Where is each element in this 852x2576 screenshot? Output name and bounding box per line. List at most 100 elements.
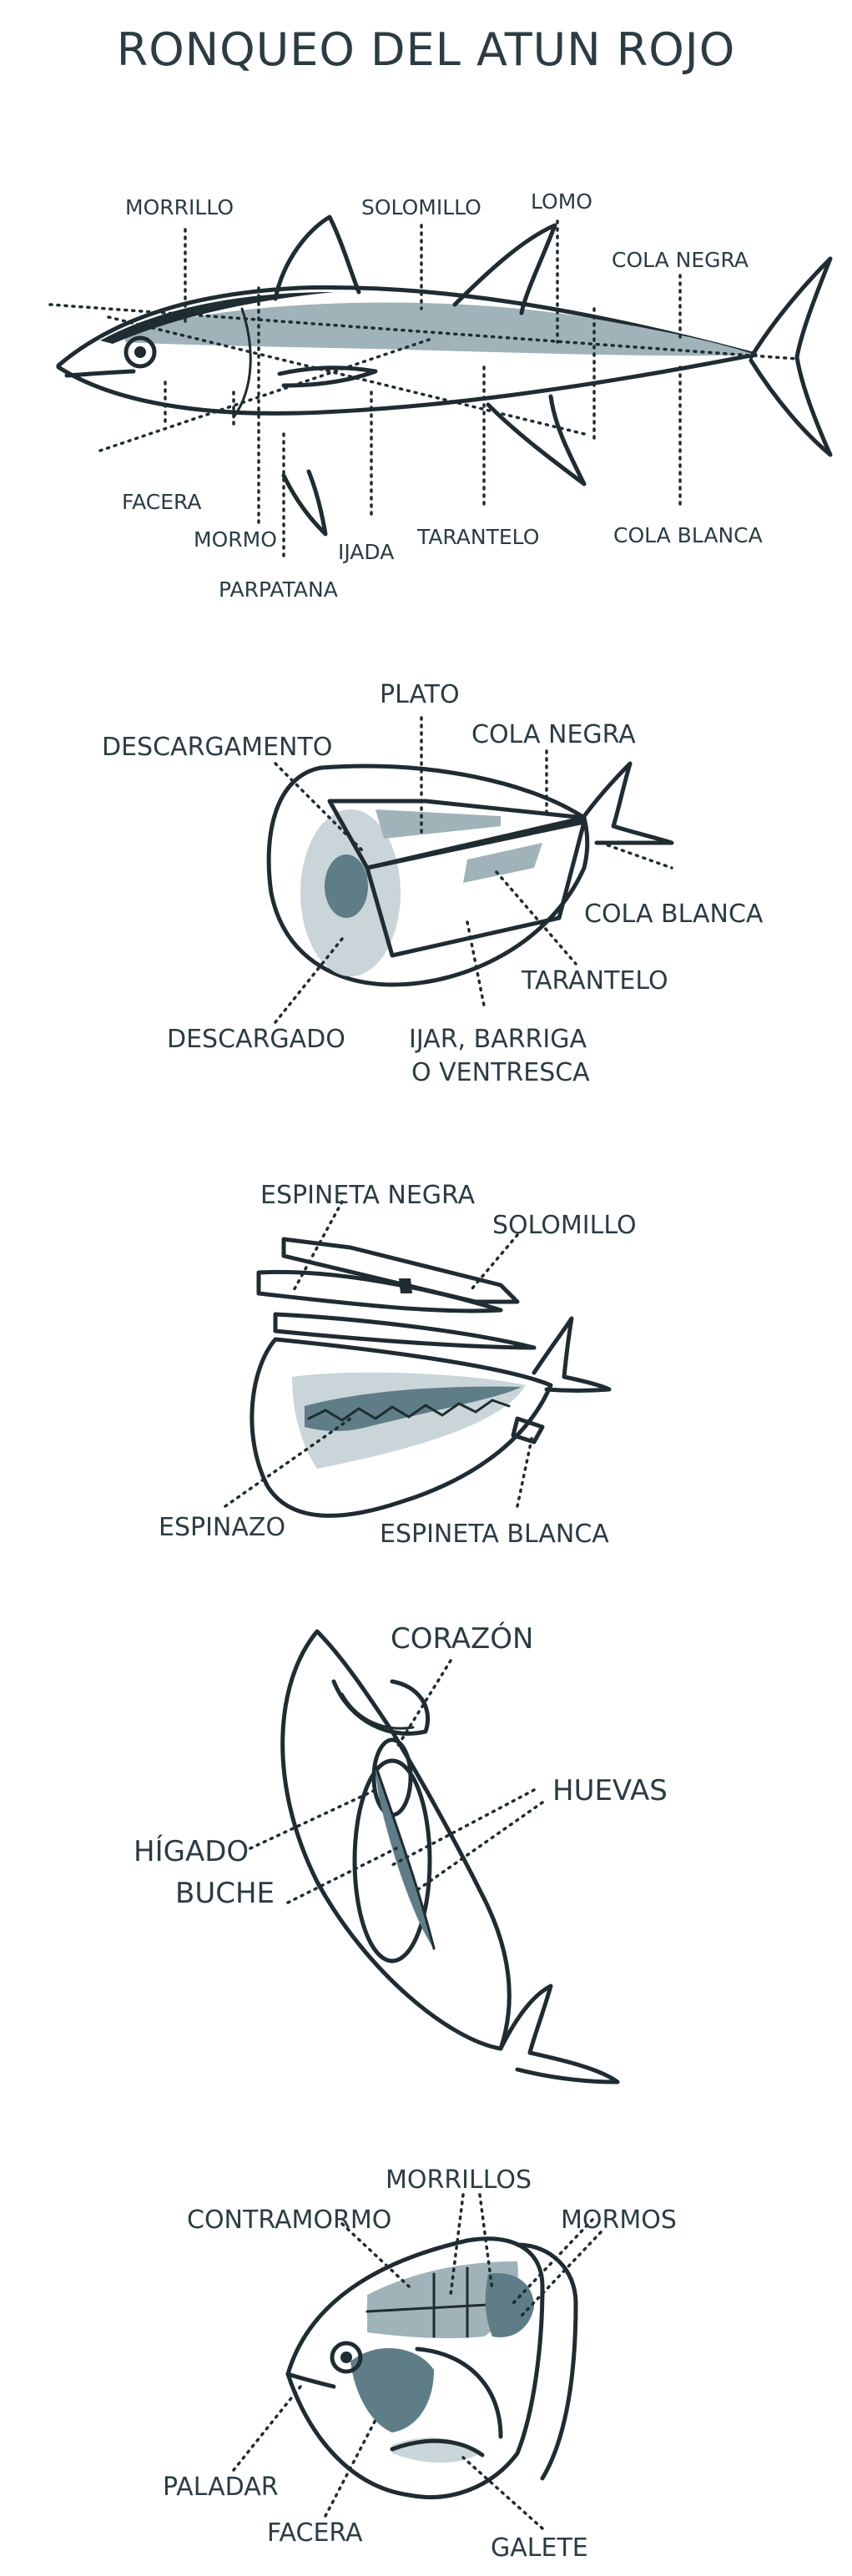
label-corazon: CORAZÓN bbox=[391, 1621, 534, 1656]
label-buche: BUCHE bbox=[175, 1877, 275, 1910]
gill-line bbox=[232, 307, 252, 419]
label-spine-solomillo: SOLOMILLO bbox=[492, 1211, 637, 1240]
label-morrillo: MORRILLO bbox=[125, 195, 234, 219]
spine-diagram: ESPINETA NEGRA SOLOMILLO ESPINAZO ESPINE… bbox=[159, 1181, 637, 1549]
label-cut-cola-blanca: COLA BLANCA bbox=[584, 900, 764, 929]
label-cut-cola-negra: COLA NEGRA bbox=[471, 720, 636, 749]
label-cut-tarantelo: TARANTELO bbox=[521, 966, 668, 996]
head-eye bbox=[330, 2341, 363, 2374]
gill-arch bbox=[415, 2347, 503, 2439]
espineta-blanca-fin bbox=[511, 1416, 545, 1444]
espinazo-bone bbox=[305, 1386, 522, 1431]
label-parpatana: PARPATANA bbox=[219, 577, 338, 602]
label-ijar-line2: O VENTRESCA bbox=[411, 1058, 590, 1087]
first-dorsal-fin bbox=[273, 214, 361, 301]
anal-fin bbox=[486, 394, 587, 486]
organs-tail-fin bbox=[498, 1984, 620, 2084]
espineta-negra-strip bbox=[281, 1237, 520, 1304]
fish-back-stripe bbox=[100, 292, 334, 344]
mormos-region bbox=[485, 2273, 534, 2337]
cut-line-diagonal bbox=[98, 336, 436, 452]
tail-fin bbox=[749, 256, 833, 457]
head-outline bbox=[285, 2236, 545, 2500]
label-mormos: MORMOS bbox=[561, 2205, 677, 2235]
label-head-facera: FACERA bbox=[267, 2518, 363, 2548]
fish-back-shade bbox=[125, 302, 755, 356]
label-cola-blanca: COLA BLANCA bbox=[613, 523, 763, 547]
label-huevas: HUEVAS bbox=[552, 1774, 668, 1807]
gill-flap bbox=[331, 1679, 431, 1736]
label-galete: GALETE bbox=[491, 2533, 588, 2563]
label-descargado: DESCARGADO bbox=[167, 1025, 345, 1054]
cut-tail-fin bbox=[577, 761, 674, 845]
label-morrillos: MORRILLOS bbox=[386, 2165, 532, 2195]
whole-fish-panel: MORRILLO SOLOMILLO LOMO COLA NEGRA FACER… bbox=[0, 167, 852, 602]
head-back-flap bbox=[515, 2242, 578, 2481]
cut-line-horizontal bbox=[48, 303, 799, 360]
second-dorsal-fin bbox=[452, 223, 557, 315]
leader-espinazo bbox=[224, 1417, 352, 1508]
leader-huevas-2 bbox=[416, 1801, 544, 1892]
cut-body-outline bbox=[266, 764, 590, 987]
label-tarantelo: TARANTELO bbox=[416, 525, 539, 549]
leader-paladar bbox=[232, 2385, 302, 2472]
whole-fish-diagram: MORRILLO SOLOMILLO LOMO COLA NEGRA FACER… bbox=[48, 189, 833, 602]
label-contramormo: CONTRAMORMO bbox=[187, 2205, 391, 2235]
leader-higado bbox=[249, 1788, 377, 1850]
leader-head-facera bbox=[324, 2418, 377, 2518]
leader-huevas-1 bbox=[391, 1788, 536, 1867]
leader-descargado bbox=[274, 937, 344, 1024]
cut-body-diagram: PLATO COLA NEGRA DESCARGAMENTO COLA BLAN… bbox=[102, 680, 764, 1087]
label-espinazo: ESPINAZO bbox=[159, 1513, 285, 1542]
leader-spine-solomillo bbox=[470, 1233, 519, 1291]
galete-mouth bbox=[390, 2438, 485, 2458]
leader-morrillos-2 bbox=[478, 2193, 494, 2292]
leader-espineta-negra bbox=[290, 1200, 344, 1295]
mouth-line bbox=[64, 369, 136, 378]
cross-section-core bbox=[325, 854, 368, 918]
buche-organ bbox=[352, 1758, 432, 1964]
label-descargamento: DESCARGAMENTO bbox=[102, 733, 332, 762]
label-plato: PLATO bbox=[380, 680, 460, 709]
leader-buche bbox=[286, 1847, 398, 1904]
page-title: RONQUEO DEL ATUN ROJO bbox=[116, 23, 736, 76]
solomillo-dark-mark bbox=[399, 1278, 412, 1293]
gill-flap-inner bbox=[340, 1692, 415, 1730]
label-facera: FACERA bbox=[122, 490, 201, 514]
jaw-line bbox=[285, 2372, 336, 2389]
cut-line-belly bbox=[107, 315, 586, 436]
label-ijada: IJADA bbox=[338, 540, 394, 564]
fish-eye bbox=[124, 335, 157, 369]
spine-body-outline bbox=[250, 1337, 553, 1518]
cut-body-panel: PLATO COLA NEGRA DESCARGAMENTO COLA BLAN… bbox=[0, 668, 852, 1101]
label-mormo: MORMO bbox=[194, 527, 277, 552]
leader-contramormo bbox=[340, 2222, 411, 2288]
pelvic-fin bbox=[281, 469, 328, 537]
dark-muscle-strip-1 bbox=[376, 809, 501, 839]
head-diagram: MORRILLOS CONTRAMORMO MORMOS PALADAR FAC… bbox=[163, 2165, 677, 2563]
leader-galete bbox=[461, 2456, 544, 2530]
head-panel: MORRILLOS CONTRAMORMO MORMOS PALADAR FAC… bbox=[0, 2136, 852, 2576]
dark-muscle-strip-2 bbox=[463, 843, 542, 883]
leader-cut-cola-blanca bbox=[599, 841, 673, 870]
label-higado: HÍGADO bbox=[134, 1834, 249, 1868]
leader-corazon bbox=[395, 1659, 452, 1750]
label-cola-negra: COLA NEGRA bbox=[612, 248, 749, 272]
loin-plane-bottom bbox=[365, 819, 587, 958]
label-paladar: PALADAR bbox=[163, 2473, 279, 2502]
pectoral-fin bbox=[277, 365, 378, 388]
back-strip bbox=[273, 1312, 537, 1350]
facera-region bbox=[350, 2347, 434, 2432]
solomillo-strip bbox=[256, 1269, 503, 1313]
label-espineta-blanca: ESPINETA BLANCA bbox=[380, 1520, 609, 1549]
espinazo-ridges bbox=[307, 1399, 511, 1422]
organs-panel: CORAZÓN HUEVAS HÍGADO BUCHE bbox=[0, 1615, 852, 2099]
leader-ijar bbox=[466, 920, 486, 1007]
label-ijar-line1: IJAR, BARRIGA bbox=[409, 1025, 587, 1054]
label-solomillo: SOLOMILLO bbox=[361, 195, 481, 219]
fish-pupil bbox=[134, 346, 146, 358]
leader-descargamento bbox=[274, 762, 365, 853]
organs-diagram: CORAZÓN HUEVAS HÍGADO BUCHE bbox=[134, 1621, 668, 2084]
spine-tail-fin bbox=[532, 1316, 612, 1393]
leader-cut-tarantelo bbox=[495, 870, 577, 965]
